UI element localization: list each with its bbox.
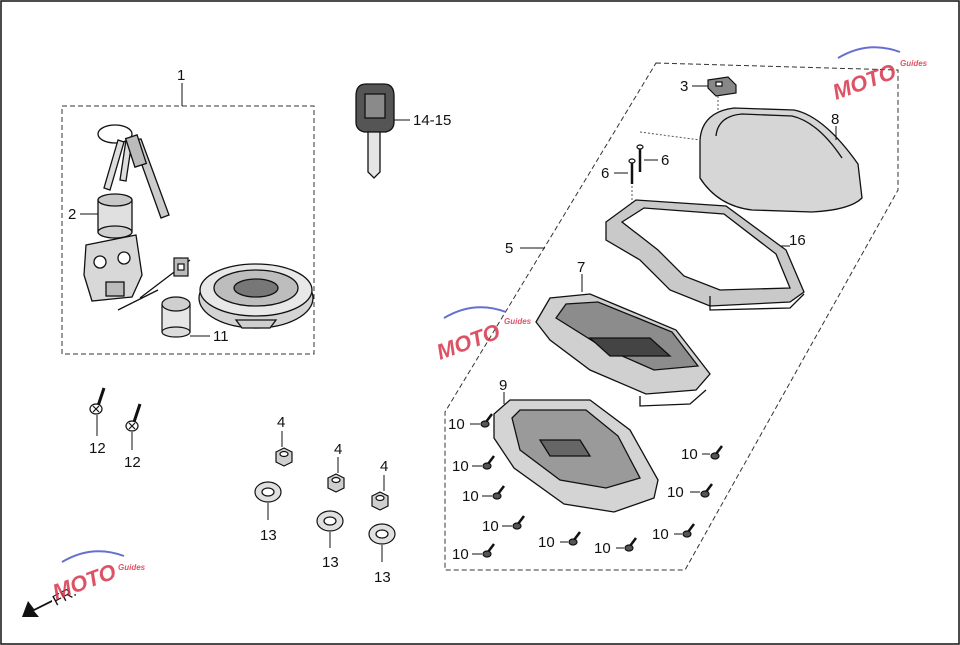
watermark-logo-middle: MOTO Guides: [433, 306, 532, 365]
callout-11: 11: [213, 328, 229, 345]
screw-10-f: [568, 531, 581, 546]
callout-2: 2: [68, 206, 76, 223]
upper-meter-case-16: [605, 199, 805, 311]
callout-4-b: 4: [334, 441, 342, 458]
callout-10-i: 10: [667, 484, 684, 501]
callout-13-a: 13: [260, 527, 277, 544]
watermark-sub-top: Guides: [900, 59, 928, 68]
callout-6-b: 6: [661, 152, 669, 169]
screw-10-a: [480, 413, 493, 428]
watermark-brand-bottom: MOTO: [49, 559, 119, 605]
callout-12-b: 12: [124, 454, 141, 471]
callout-8: 8: [831, 111, 839, 128]
lower-meter-case-9: [493, 399, 659, 513]
screw-12-b: [125, 403, 142, 432]
meter-assembly-frame: [444, 62, 899, 571]
callout-12-a: 12: [89, 440, 106, 457]
meter-visor-8: [699, 107, 863, 213]
fuel-tank-cap: [198, 263, 314, 329]
callout-6-a: 6: [601, 165, 609, 182]
screw-10-c: [492, 485, 505, 500]
seat-lock-cylinder: [161, 296, 191, 338]
screw-10-j: [682, 523, 695, 538]
watermark-logo-bottom-left: MOTO Guides: [49, 550, 146, 605]
watermark-sub-mid: Guides: [504, 317, 532, 326]
nut-4-c: [371, 491, 389, 511]
callout-13-b: 13: [322, 554, 339, 571]
screw-6-b: [636, 144, 644, 172]
ignition-lock-set-group: 1 2: [61, 67, 315, 355]
blank-key: [355, 83, 395, 179]
watermark-logo-top-right: MOTO Guides: [829, 46, 928, 105]
watermark-sub-bottom: Guides: [118, 563, 146, 572]
callout-7: 7: [577, 259, 585, 276]
nut-4-b: [327, 473, 345, 493]
front-arrow-icon: [22, 600, 52, 617]
callout-1: 1: [177, 67, 185, 84]
screw-12-a: [89, 387, 106, 415]
callout-13-c: 13: [374, 569, 391, 586]
callout-10-d: 10: [482, 518, 499, 535]
callout-4-a: 4: [277, 414, 285, 431]
lcd-meter-panel-7: [535, 293, 711, 407]
callout-10-f: 10: [538, 534, 555, 551]
screw-6-a: [628, 158, 636, 184]
washer-13-b: [316, 510, 344, 532]
callout-10-a: 10: [448, 416, 465, 433]
ignition-switch: [83, 193, 191, 311]
callout-10-g: 10: [594, 540, 611, 557]
washer-13-c: [368, 523, 396, 545]
screw-10-h: [710, 445, 723, 460]
watermark-brand-top: MOTO: [829, 59, 899, 105]
ignition-set-frame: [61, 105, 315, 355]
callout-10-b: 10: [452, 458, 469, 475]
nut-4-a: [275, 447, 293, 467]
screw-10-e: [482, 543, 495, 558]
wire-connector: [173, 257, 189, 277]
callout-3: 3: [680, 78, 688, 95]
callout-10-c: 10: [462, 488, 479, 505]
watermark-brand-mid: MOTO: [433, 319, 503, 365]
callout-10-j: 10: [652, 526, 669, 543]
callout-4-c: 4: [380, 458, 388, 475]
washer-13-a: [254, 481, 282, 503]
screw-10-g: [624, 537, 637, 552]
screw-10-i: [700, 483, 713, 498]
rubber-grommet-3: [707, 76, 737, 97]
callout-16: 16: [789, 232, 806, 249]
callout-5: 5: [505, 240, 513, 257]
key-ring-with-keys: [97, 124, 170, 219]
screw-10-d: [512, 515, 525, 530]
callout-9: 9: [499, 377, 507, 394]
callout-14-15: 14-15: [413, 112, 451, 129]
screw-10-b: [482, 455, 495, 470]
callout-10-h: 10: [681, 446, 698, 463]
callout-10-e: 10: [452, 546, 469, 563]
meter-assembly-group: 5 3 8 6 6: [444, 62, 899, 571]
